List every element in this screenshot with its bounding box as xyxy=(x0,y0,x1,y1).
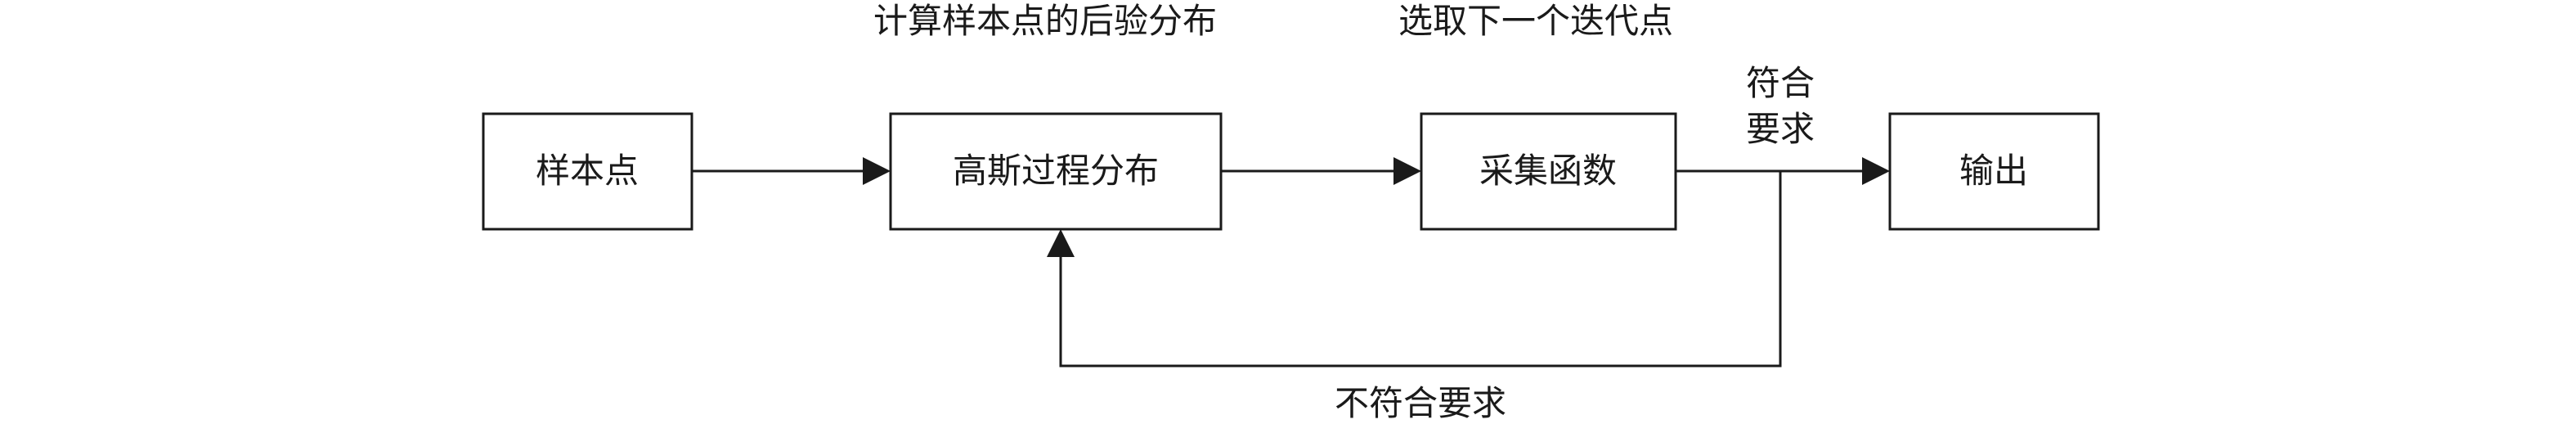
node-acquisition: 采集函数 xyxy=(1420,112,1677,231)
node-output: 输出 xyxy=(1888,112,2100,231)
arrow-head-icon xyxy=(1862,157,1890,185)
node-gp-box xyxy=(889,112,1223,231)
node-samples-box xyxy=(482,112,693,231)
caption-next-point: 选取下一个迭代点 xyxy=(1398,1,1673,41)
edge-samples-to-gp xyxy=(692,157,891,185)
arrow-head-icon xyxy=(1393,157,1421,185)
node-samples: 样本点 xyxy=(482,112,693,231)
node-gp: 高斯过程分布 xyxy=(889,112,1223,231)
node-output-label: 输出 xyxy=(1959,151,2028,191)
node-samples-label: 样本点 xyxy=(536,151,639,191)
edge-feedback-line xyxy=(1059,171,1782,368)
node-output-box xyxy=(1888,112,2100,231)
node-gp-label: 高斯过程分布 xyxy=(953,151,1159,191)
edge-acquisition-to-output xyxy=(1676,157,1890,185)
node-acquisition-box xyxy=(1420,112,1677,231)
edge-gp-to-acquisition xyxy=(1221,157,1421,185)
edge-feedback-to-gp xyxy=(1047,171,1782,368)
edge-label-meets-line2: 要求 xyxy=(1746,109,1815,149)
caption-posterior: 计算样本点的后验分布 xyxy=(873,1,1217,41)
node-acquisition-label: 采集函数 xyxy=(1479,151,1617,191)
edge-label-meets-line1: 符合 xyxy=(1746,63,1815,103)
arrow-head-icon xyxy=(863,157,891,185)
arrow-head-icon xyxy=(1047,229,1075,257)
edge-label-not-meets: 不符合要求 xyxy=(1335,383,1506,423)
